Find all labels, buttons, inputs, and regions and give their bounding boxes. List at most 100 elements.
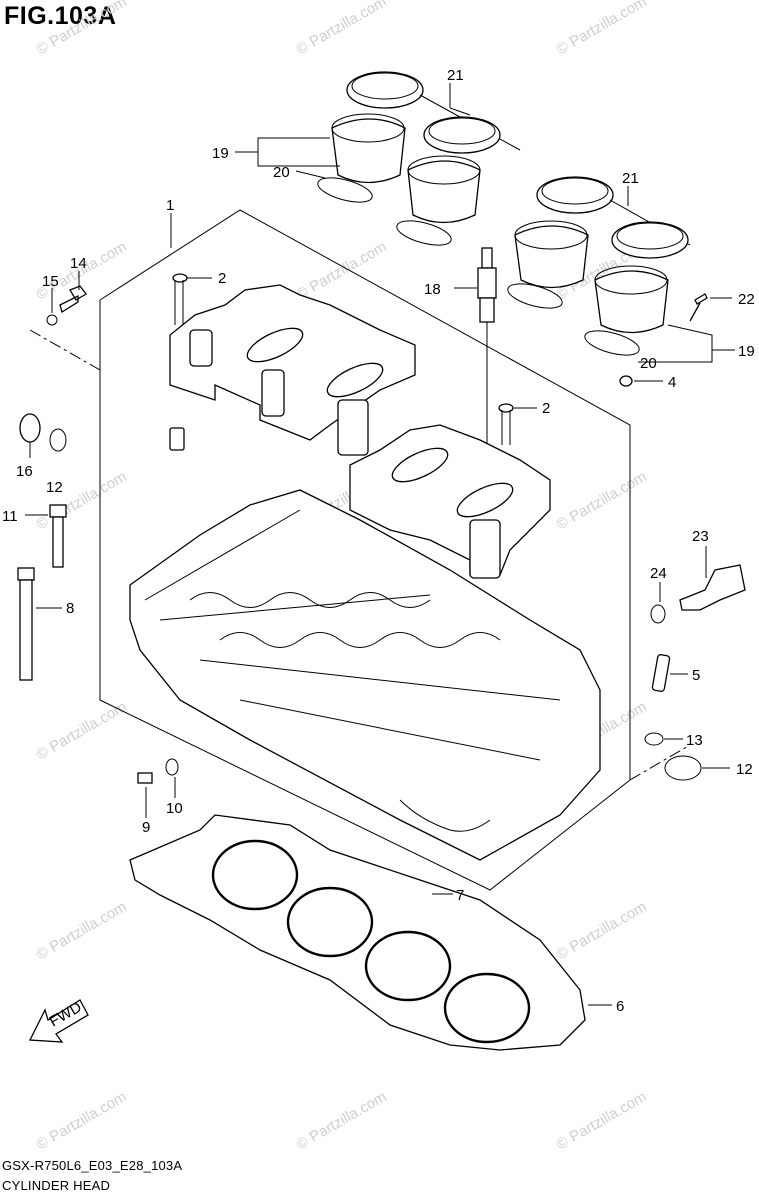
callout-20: 20	[640, 355, 657, 372]
intake-boot-rim	[407, 155, 481, 185]
watermark-text: © Partzilla.com	[34, 698, 130, 763]
clamp-21	[536, 176, 614, 214]
callout-14: 14	[70, 255, 87, 272]
callout-19: 19	[738, 343, 755, 360]
cam-housing-port	[326, 362, 384, 398]
washer-15	[46, 314, 58, 326]
cam-journal	[261, 369, 285, 417]
dowel-pin-5	[651, 654, 671, 692]
callout-2: 2	[218, 270, 226, 287]
side-parts	[17, 285, 746, 903]
bolt-11-head	[49, 504, 67, 518]
dash-line	[29, 329, 101, 371]
callout-6: 6	[616, 998, 624, 1015]
callout-19: 19	[212, 145, 229, 162]
callout-22: 22	[738, 291, 755, 308]
watermark-text: © Partzilla.com	[554, 1088, 650, 1153]
callout-2: 2	[542, 400, 550, 417]
callout-8: 8	[66, 600, 74, 617]
leader-line	[667, 324, 735, 351]
cam-housing-left	[169, 273, 416, 456]
cam-journal	[189, 329, 213, 367]
leader-line	[449, 107, 471, 116]
bolt-2-head	[498, 403, 514, 413]
intake-boot-19	[594, 270, 669, 334]
leader-line	[235, 137, 330, 153]
fwd-arrow-shape	[28, 999, 89, 1043]
fitting-14	[59, 285, 87, 314]
callout-20: 20	[273, 164, 290, 181]
spark-plug-thread	[479, 297, 495, 323]
o-ring-20	[507, 283, 563, 309]
o-ring-13	[644, 732, 664, 746]
washer-10	[165, 758, 179, 776]
spark-plug-insulator	[477, 267, 497, 299]
o-ring-12	[664, 755, 702, 781]
intake-boot-19	[407, 160, 481, 224]
intake-boot-set-a	[317, 71, 521, 246]
leader-line	[638, 350, 713, 363]
intake-boot-19	[514, 225, 589, 289]
bolt-11-shank	[52, 516, 64, 568]
assembly-box-outline	[99, 300, 631, 891]
callout-7: 7	[456, 887, 464, 904]
callout-12: 12	[736, 761, 753, 778]
bolt-8-shank	[19, 579, 33, 681]
watermark-text: © Partzilla.com	[34, 0, 130, 58]
leader-line	[257, 152, 340, 167]
spark-plug-terminal	[481, 247, 493, 269]
cylinder-head	[129, 489, 601, 861]
cylinder-head-body	[129, 489, 601, 861]
assembly-box	[29, 209, 691, 891]
callout-23: 23	[692, 528, 709, 545]
leader-lines	[25, 83, 735, 1006]
camshaft-lobes	[189, 592, 431, 608]
callout-10: 10	[166, 800, 183, 817]
o-ring-20	[396, 220, 452, 246]
cam-housing-port	[246, 327, 304, 363]
gasket-17	[49, 428, 67, 452]
camshaft-lobes	[219, 632, 501, 648]
watermark-text: © Partzilla.com	[294, 0, 390, 58]
spark-plug-18	[477, 247, 497, 495]
callout-17: 12	[46, 479, 63, 496]
clamp-21-inner	[351, 72, 419, 100]
callout-9: 9	[142, 819, 150, 836]
callout-15: 15	[42, 273, 59, 290]
cylinder-head-port	[399, 799, 491, 832]
clamp-21-inner	[428, 117, 496, 145]
bolt-9-head	[137, 772, 153, 784]
diagram-caption: CYLINDER HEAD	[2, 1178, 111, 1193]
watermark-text: © Partzilla.com	[554, 898, 650, 963]
callout-24: 24	[650, 565, 667, 582]
assembly-box-outline	[99, 209, 631, 780]
intake-boot-rim	[594, 265, 668, 295]
cam-journal	[337, 399, 369, 456]
cam-housing-right	[349, 403, 551, 579]
diagram-code: GSX-R750L6_E03_E28_103A	[2, 1158, 183, 1173]
o-ring-20	[317, 177, 373, 203]
o-ring-20	[584, 330, 640, 356]
clamp-21	[346, 71, 424, 109]
intake-boot-19	[331, 118, 406, 184]
cylinder-bore	[443, 972, 531, 1044]
callout-5: 5	[692, 667, 700, 684]
callout-18: 18	[424, 281, 441, 298]
callout-11: 11	[2, 508, 18, 525]
head-gasket-6	[129, 814, 586, 1051]
watermark-text: © Partzilla.com	[294, 1088, 390, 1153]
washer-4	[619, 375, 633, 387]
screw-22	[689, 293, 708, 322]
callout-21: 21	[447, 67, 464, 84]
intake-boot-rim	[514, 220, 588, 250]
watermark-text: © Partzilla.com	[34, 1088, 130, 1153]
cylinder-bore	[211, 839, 299, 911]
intake-boot-rim	[331, 113, 405, 143]
clamp-21	[423, 116, 501, 154]
callouts: 21 19 20 1 21 2 14 15 18 22 19 20 4 2 16…	[2, 67, 755, 1015]
clamp-21-inner	[541, 177, 609, 205]
dash-line	[629, 744, 691, 781]
temp-sensor-23	[679, 564, 746, 611]
watermark-text: © Partzilla.com	[554, 0, 650, 58]
